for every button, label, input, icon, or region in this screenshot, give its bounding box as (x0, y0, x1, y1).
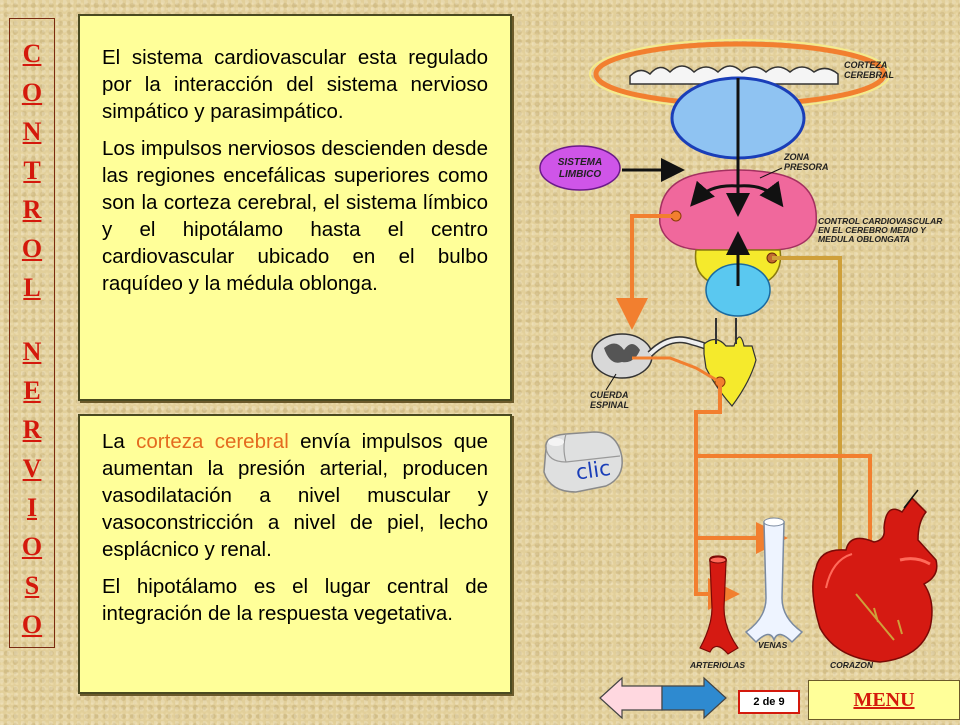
cortex-text-box: La corteza cerebral envía impulsos que a… (78, 414, 512, 694)
control-label-1: CONTROL CARDIOVASCULAR (818, 216, 943, 226)
zona-label-2: PRESORA (784, 162, 829, 172)
title-letter: O (21, 78, 43, 107)
arteriolas-label: ARTERIOLAS (689, 660, 745, 670)
title-letter: T (23, 156, 41, 185)
vertical-title: C O N T R O L N E R V I O S O (9, 18, 55, 648)
next-arrow-icon[interactable] (661, 676, 727, 720)
corazon: CORAZON (812, 489, 938, 670)
title-letter: O (21, 532, 43, 561)
menu-label: MENU (853, 689, 915, 711)
cuerda-label-2: ESPINAL (590, 400, 629, 410)
page-total: 9 (778, 696, 785, 708)
title-letter: L (23, 273, 41, 302)
prev-arrow-icon[interactable] (599, 676, 663, 720)
page-current: 2 (753, 696, 760, 708)
zona-label-1: ZONA (783, 152, 810, 162)
title-letter: C (22, 39, 42, 68)
cortex-paragraph: La corteza cerebral envía impulsos que a… (102, 428, 488, 563)
menu-button[interactable]: MENU (808, 680, 960, 720)
arrow-right (737, 180, 784, 208)
title-letter: R (22, 195, 42, 224)
title-letter: N (22, 117, 42, 146)
arteriolas: ARTERIOLAS (689, 555, 745, 670)
nervous-control-diagram: CORTEZA CEREBRAL SISTEMA LIMBICO ZONA PR… (539, 39, 943, 670)
corteza-label-1: CORTEZA (844, 60, 887, 70)
title-letter: E (23, 376, 41, 405)
limbico-label-2: LIMBICO (559, 169, 601, 180)
clic-mouse-button[interactable]: clic (536, 428, 628, 500)
arrow-left (690, 180, 739, 207)
intro-paragraph-2: Los impulsos nerviosos descienden desde … (102, 137, 488, 295)
control-label-2: EN EL CEREBRO MEDIO Y (818, 225, 927, 235)
title-letter: S (24, 571, 40, 600)
cortex-paragraph-rest: envía impulsos que aumentan la presión a… (102, 430, 489, 561)
cuerda-label-1: CUERDA (590, 390, 629, 400)
intro-text-box: El sistema cardiovascular esta regulado … (78, 14, 512, 401)
title-letter: O (21, 610, 43, 639)
title-letter: V (22, 454, 42, 483)
intro-paragraph-1: El sistema cardiovascular esta regulado … (102, 46, 488, 123)
cuerda-espinal: CUERDA ESPINAL (590, 318, 757, 410)
page-sep: de (762, 696, 776, 708)
venas-label: VENAS (758, 640, 788, 650)
corazon-label: CORAZON (830, 660, 874, 670)
title-letter: O (21, 234, 43, 263)
hypothalamus-paragraph: El hipotálamo es el lugar central de int… (102, 575, 488, 625)
clic-label: clic (574, 456, 612, 485)
corteza-highlight: corteza cerebral (136, 430, 289, 453)
parasympathetic-pathway (766, 252, 856, 608)
corteza-label-2: CEREBRAL (844, 70, 894, 80)
title-letter: I (26, 493, 38, 522)
page-counter: 2 de 9 (738, 690, 800, 714)
title-letter: R (22, 415, 42, 444)
cortex-paragraph-start: La (102, 430, 137, 453)
mouse-icon: clic (543, 431, 623, 493)
nav-arrows[interactable] (598, 676, 728, 720)
limbico-label-1: SISTEMA (558, 157, 602, 168)
sistema-limbico: SISTEMA LIMBICO (539, 145, 685, 191)
venas: VENAS (744, 517, 804, 650)
control-label-3: MEDULA OBLONGATA (818, 234, 910, 244)
title-letter: N (22, 337, 42, 366)
sympathetic-pathway (616, 210, 682, 330)
